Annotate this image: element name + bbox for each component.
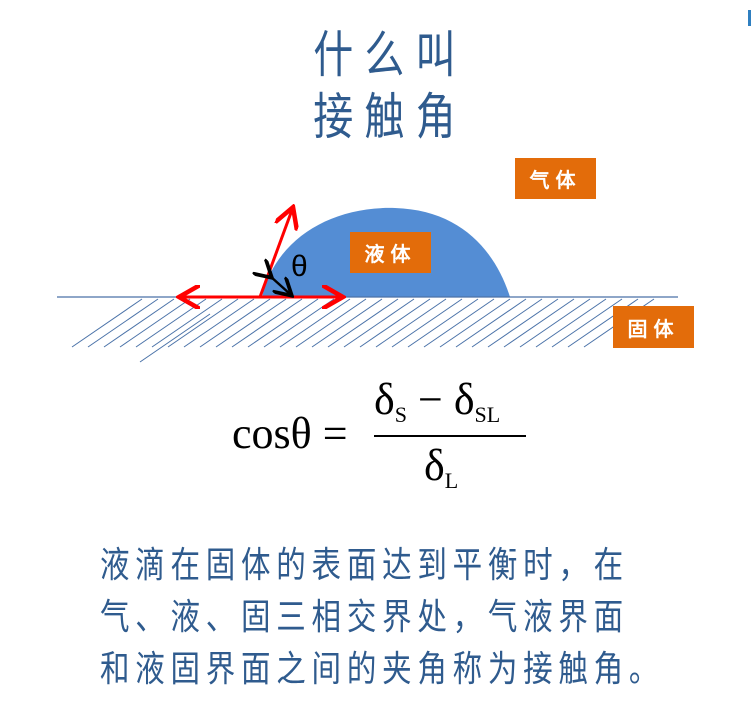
theta-symbol: θ xyxy=(291,250,308,283)
definition-text: 液滴在固体的表面达到平衡时，在 气、液、固三相交界处，气液界面 和液固界面之间的… xyxy=(100,540,740,696)
title-line-2: 接触角 xyxy=(313,88,467,146)
solid-hatching xyxy=(71,298,655,348)
contact-angle-formula: cosθ = δS − δSL δL xyxy=(232,375,532,503)
label-liquid: 液体 xyxy=(350,232,431,273)
corner-mark xyxy=(748,10,751,26)
title-line-1: 什么叫 xyxy=(313,26,467,84)
definition-line: 液滴在固体的表面达到平衡时，在 xyxy=(100,545,629,586)
fraction-bar xyxy=(374,435,526,437)
definition-line: 气、液、固三相交界处，气液界面 xyxy=(100,597,629,638)
formula-denominator: δL xyxy=(424,441,459,493)
label-gas: 气体 xyxy=(515,158,596,199)
angle-indicator-arrow xyxy=(270,276,290,294)
formula-numerator: δS − δSL xyxy=(374,375,501,427)
definition-line: 和液固界面之间的夹角称为接触角。 xyxy=(100,649,665,690)
formula-lhs: cosθ = xyxy=(232,409,348,458)
label-solid: 固体 xyxy=(613,306,694,348)
